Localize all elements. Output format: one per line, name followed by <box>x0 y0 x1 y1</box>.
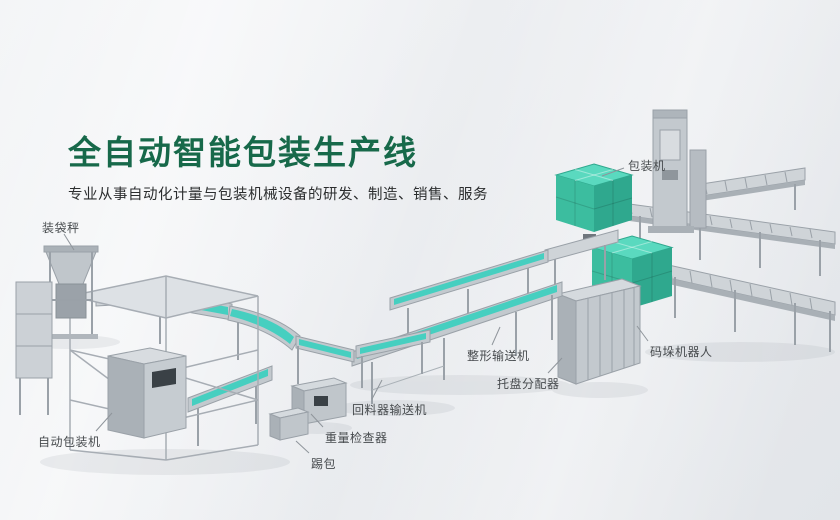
page-subtitle: 专业从事自动化计量与包装机械设备的研发、制造、销售、服务 <box>68 187 488 203</box>
machine-label-bag-kicker: 踢包 <box>311 457 337 471</box>
product-box-stack-upper <box>554 163 634 232</box>
left-frame-tower <box>15 281 53 415</box>
machine-label-auto-packaging-machine: 自动包装机 <box>38 435 101 449</box>
machine-label-packaging-machine: 包装机 <box>628 159 666 173</box>
machine-label-pallet-dispenser: 托盘分配器 <box>497 377 560 391</box>
machine-label-return-feeder-conveyor: 回料器输送机 <box>352 403 428 417</box>
bag-kicker-machine <box>268 407 310 441</box>
machine-label-bagging-scale: 装袋秤 <box>42 221 80 235</box>
page-title: 全自动智能包装生产线 <box>68 134 418 171</box>
return-feeder-conveyor-machine <box>355 329 431 388</box>
packaging-machine-tower <box>648 109 707 233</box>
auto-packaging-machine-cabinet <box>107 347 187 439</box>
outfeed-roller-conveyors <box>614 167 836 352</box>
floor-shadows <box>20 335 835 475</box>
machine-label-weight-checker: 重量检查器 <box>325 431 388 445</box>
callout-lines <box>63 167 649 454</box>
machine-label-palletizing-robot: 码垛机器人 <box>650 345 713 359</box>
pallet-dispenser-machine <box>556 278 642 385</box>
machine-label-shaping-conveyor: 整形输送机 <box>467 349 530 363</box>
